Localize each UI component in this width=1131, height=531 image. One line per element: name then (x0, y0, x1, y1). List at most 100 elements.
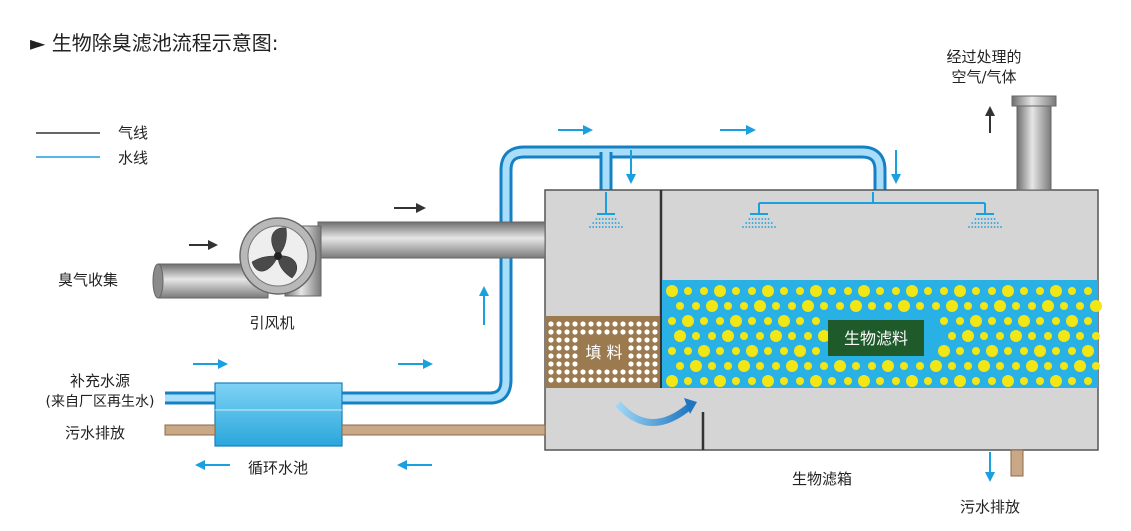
media-ball (764, 317, 772, 325)
circulation-tank (214, 382, 343, 447)
packing-hole (572, 353, 578, 359)
media-ball (930, 360, 942, 372)
spray-drop (601, 222, 604, 224)
media-ball (1004, 347, 1012, 355)
packing-hole (636, 337, 642, 343)
spray-drop (745, 222, 748, 224)
media-ball (794, 345, 806, 357)
media-ball (764, 347, 772, 355)
media-ball (684, 347, 692, 355)
packing-hole (548, 345, 554, 351)
spray-drop (761, 218, 764, 220)
spray-drop (767, 218, 770, 220)
spray-drop (611, 226, 614, 228)
spray-drop (608, 218, 611, 220)
media-ball (828, 377, 836, 385)
packing-hole (620, 321, 626, 327)
media-ball (780, 287, 788, 295)
spray-drop (767, 226, 770, 228)
media-ball (876, 377, 884, 385)
packing-hole (612, 369, 618, 375)
packing-hole (628, 321, 634, 327)
odor-collection-label: 臭气收集 (58, 271, 118, 289)
media-ball (1036, 377, 1044, 385)
media-ball (772, 302, 780, 310)
spray-drop (987, 226, 990, 228)
packing-hole (628, 353, 634, 359)
media-ball (1068, 287, 1076, 295)
media-ball (804, 332, 812, 340)
media-ball (692, 332, 700, 340)
media-ball (748, 317, 756, 325)
packing-hole (636, 329, 642, 335)
media-ball (844, 377, 852, 385)
water-arrows (193, 125, 995, 482)
media-ball (876, 287, 884, 295)
packing-hole (564, 353, 570, 359)
media-ball (716, 347, 724, 355)
media-ball (892, 287, 900, 295)
spray-drop (1000, 226, 1002, 228)
spray-drop (608, 226, 611, 228)
treated-output-label-line1: 经过处理的 (946, 48, 1021, 66)
spray-drop (611, 218, 614, 220)
packing-hole (556, 377, 562, 383)
media-ball (1026, 360, 1038, 372)
water-pipe (165, 145, 887, 405)
packing-hole (588, 369, 594, 375)
page-title: ► 生物除臭滤池流程示意图: (30, 31, 278, 55)
exhaust-stack (1011, 95, 1057, 191)
media-ball (988, 317, 996, 325)
media-ball (1076, 302, 1084, 310)
media-ball (788, 302, 796, 310)
spray-drop (971, 226, 974, 228)
media-ball (898, 300, 910, 312)
media-ball (858, 375, 870, 387)
media-ball (948, 332, 956, 340)
media-ball (988, 377, 996, 385)
spray-drop (614, 226, 617, 228)
media-ball (882, 360, 894, 372)
fan-label: 引风机 (249, 314, 294, 332)
packing-hole (564, 345, 570, 351)
packing-hole (580, 329, 586, 335)
media-ball (1068, 377, 1076, 385)
media-ball (1060, 362, 1068, 370)
media-ball (722, 330, 734, 342)
packing-hole (652, 377, 658, 383)
spray-drop (996, 226, 999, 228)
packing-hole (644, 353, 650, 359)
packing-hole (652, 345, 658, 351)
spray-drop (601, 218, 604, 220)
media-ball (916, 362, 924, 370)
packing-hole (644, 377, 650, 383)
media-ball (1068, 347, 1076, 355)
packing-hole (588, 377, 594, 383)
media-ball (1082, 345, 1094, 357)
packing-hole (636, 353, 642, 359)
spray-drop (617, 226, 620, 228)
media-ball (956, 317, 964, 325)
media-ball (1092, 362, 1100, 370)
packing-hole (628, 369, 634, 375)
spray-drop (977, 218, 980, 220)
packing-hole (596, 329, 602, 335)
media-ball (1076, 332, 1084, 340)
packing-hole (604, 321, 610, 327)
media-ball (682, 315, 694, 327)
media-ball (820, 302, 828, 310)
spray-drop (770, 226, 773, 228)
media-ball (700, 377, 708, 385)
media-ball (676, 302, 684, 310)
spray-drop (621, 226, 623, 228)
spray-drop (993, 222, 996, 224)
makeup-water-label-line1: 补充水源 (70, 372, 130, 390)
media-ball (932, 302, 940, 310)
media-ball (762, 375, 774, 387)
packing-hole (612, 377, 618, 383)
media-ball (676, 362, 684, 370)
packing-hole (556, 369, 562, 375)
spray-drop (987, 218, 990, 220)
media-ball (1066, 315, 1078, 327)
media-ball (1028, 302, 1036, 310)
